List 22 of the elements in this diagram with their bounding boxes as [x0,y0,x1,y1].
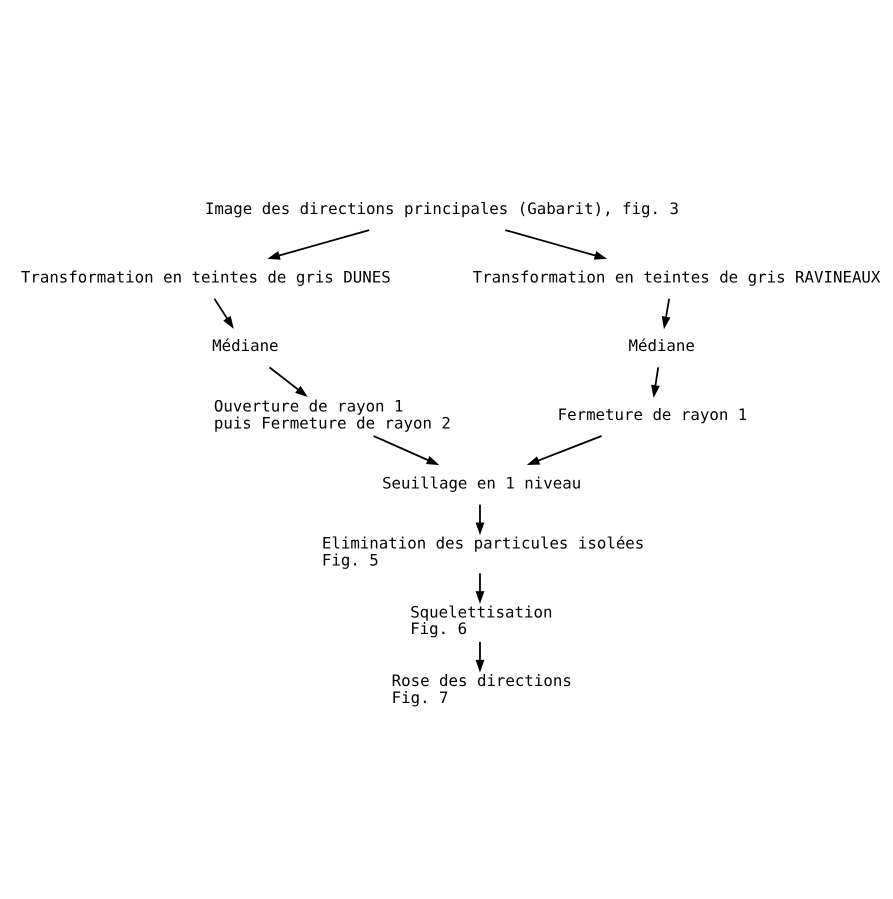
arrow [268,366,308,397]
node-text: Fermeture de rayon 1 [558,404,748,424]
arrow [505,228,608,260]
node-text: Seuillage en 1 niveau [382,472,582,492]
arrow [214,298,234,328]
node-text: Rose des directions Fig. 7 [392,670,572,706]
node-text: Ouverture de rayon 1 puis Fermeture de rayon 2 [214,396,451,432]
arrow [651,366,660,398]
arrow [476,641,484,672]
arrow [373,434,440,465]
arrow [476,572,484,604]
arrow [476,504,484,535]
arrow [662,298,670,329]
node-text: Médiane [628,336,695,355]
arrow [526,434,602,465]
node-text: Transformation en teintes de gris RAVINEAUX [472,267,880,286]
node-text: Image des directions principales (Gabarit), fig. 3 [204,198,679,218]
arrow [267,228,370,260]
node-text: Transformation en teintes de gris DUNES [20,267,391,286]
node-text: Squelettisation Fig. 6 [410,602,552,638]
node-text: Médiane [212,336,279,355]
node-text: Elimination des particules isolées Fig. 5 [322,533,644,570]
